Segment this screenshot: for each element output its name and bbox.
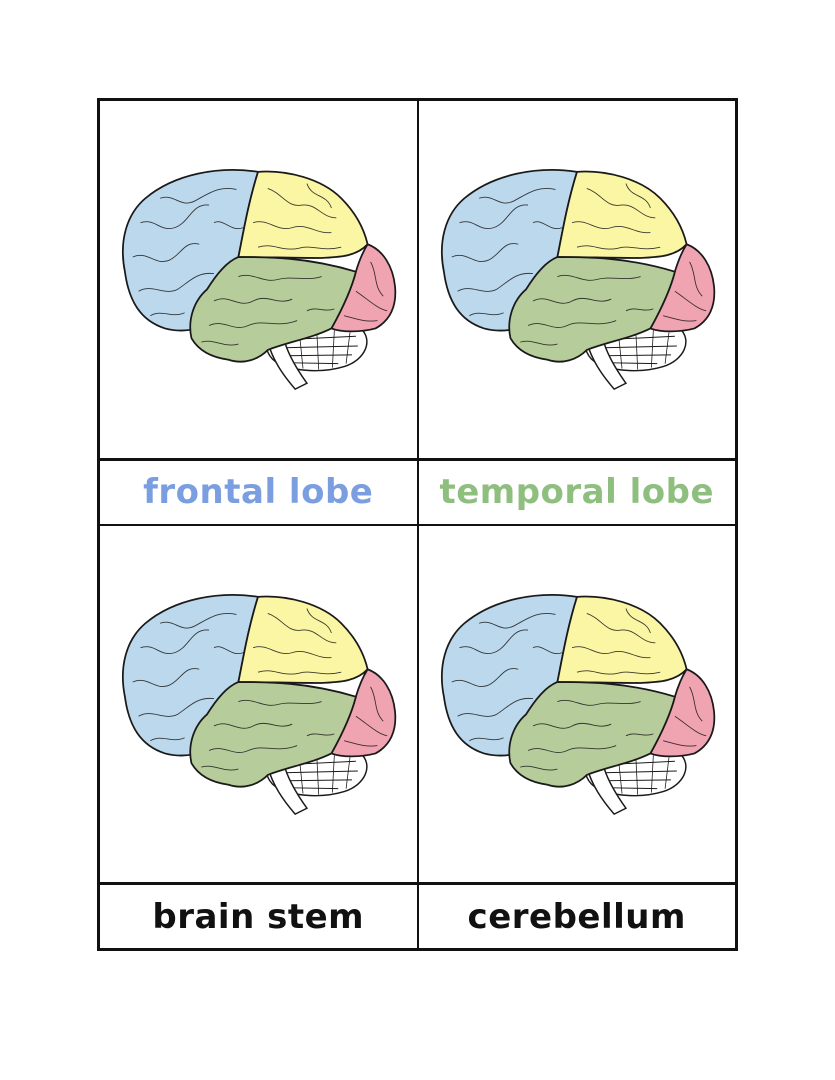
card-sheet: frontal lobe temporal lobe brain stem ce… [97, 98, 738, 951]
card-label-temporal-lobe: temporal lobe [439, 472, 715, 512]
brain-illustration [122, 169, 397, 391]
card-cerebellum: cerebellum [417, 524, 735, 948]
card-temporal-lobe: temporal lobe [417, 101, 735, 525]
brain-illustration [122, 593, 397, 815]
card-label-cerebellum: cerebellum [467, 896, 686, 937]
brain-picture [418, 101, 735, 461]
brain-picture [418, 526, 735, 885]
brain-picture [100, 101, 417, 461]
brain-illustration [440, 169, 715, 391]
card-label-frontal-lobe: frontal lobe [143, 472, 374, 512]
card-label-brain-stem: brain stem [152, 896, 365, 937]
brain-picture [100, 526, 417, 885]
card-brain-stem: brain stem [100, 524, 418, 948]
brain-illustration [440, 593, 715, 815]
card-frontal-lobe: frontal lobe [100, 101, 418, 525]
